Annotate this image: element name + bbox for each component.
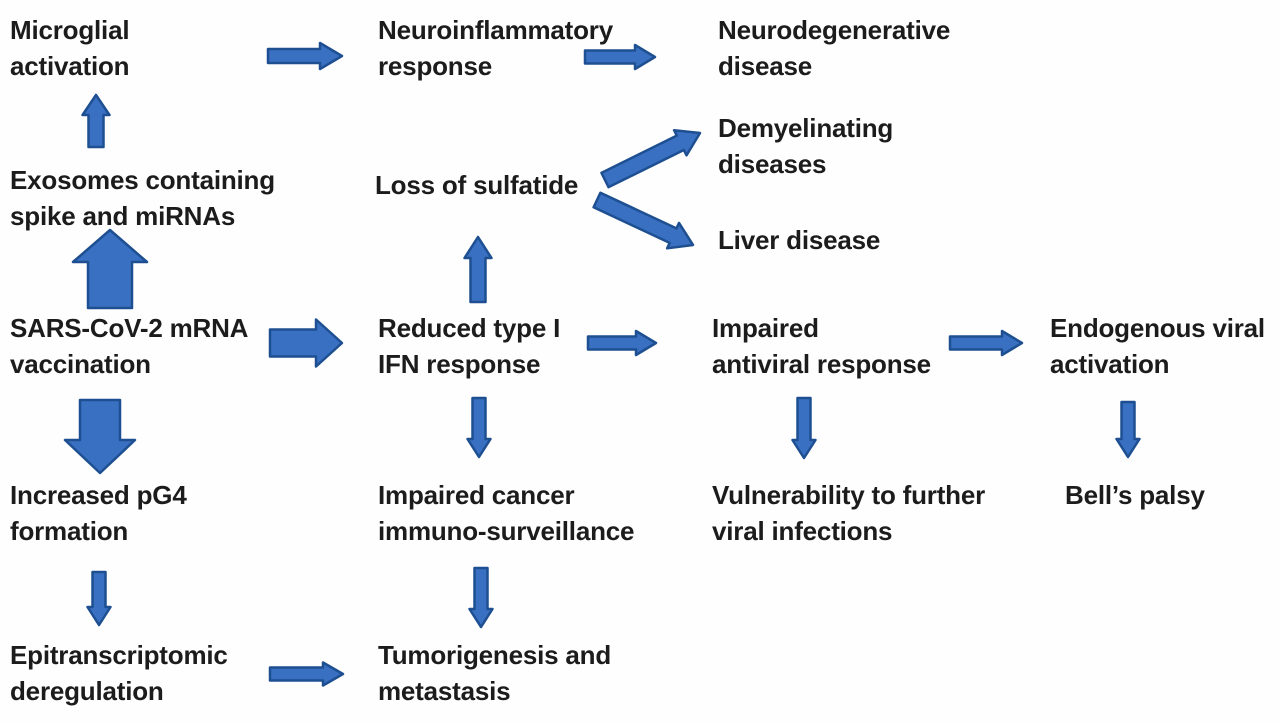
- arrow-sars-to-reduced_ifn: [268, 318, 344, 368]
- node-liver-disease: Liver disease: [718, 225, 881, 255]
- arrow-sars-to-exosomes: [71, 228, 149, 310]
- arrow-impaired_antiviral-to-endogenous: [948, 329, 1024, 357]
- node-microglial-activation: Microglial activation: [10, 15, 130, 81]
- arrow-microglial-to-neuroinflammatory: [266, 41, 344, 71]
- arrow-reduced_ifn-to-impaired_antiviral: [586, 329, 658, 357]
- arrow-exosomes-to-microglial: [81, 93, 111, 149]
- arrow-epitranscriptomic-to-tumorigenesis: [268, 661, 345, 687]
- node-reduced-type-i-ifn-response: Reduced type I IFN response: [378, 313, 561, 379]
- node-increased-pg4-formation: Increased pG4 formation: [10, 480, 187, 546]
- arrow-sars-to-increased_pg4: [63, 398, 137, 475]
- arrow-reduced_ifn-to-loss_sulfatide: [463, 235, 493, 304]
- node-demyelinating-diseases: Demyelinating diseases: [718, 113, 894, 179]
- arrow-impaired_antiviral-to-vulnerability: [791, 396, 817, 460]
- node-impaired-antiviral-response: Impaired antiviral response: [712, 313, 931, 379]
- node-epitranscriptomic-deregulation: Epitranscriptomic deregulation: [10, 640, 228, 706]
- node-neurodegenerative-disease: Neurodegenerative disease: [718, 15, 951, 81]
- node-exosomes-spike-mirnas: Exosomes containing spike and miRNAs: [10, 165, 275, 231]
- arrow-impaired_cancer-to-tumorigenesis: [468, 566, 494, 629]
- arrow-loss_sulfatide-to-demyelinating: [600, 128, 702, 189]
- arrow-endogenous-to-bells: [1115, 400, 1141, 459]
- node-impaired-cancer-immuno-surveillance: Impaired cancer immuno-surveillance: [378, 480, 635, 546]
- node-sars-cov-2-mrna-vaccination: SARS-CoV-2 mRNA vaccination: [10, 313, 249, 379]
- node-bells-palsy: Bell’s palsy: [1065, 480, 1205, 510]
- node-vulnerability-to-viral-infections: Vulnerability to further viral infection…: [712, 480, 986, 546]
- node-loss-of-sulfatide: Loss of sulfatide: [375, 170, 579, 200]
- node-endogenous-viral-activation: Endogenous viral activation: [1050, 313, 1265, 379]
- arrow-loss_sulfatide-to-liver: [592, 191, 695, 250]
- arrow-reduced_ifn-to-impaired_cancer: [466, 396, 492, 459]
- node-tumorigenesis-metastasis: Tumorigenesis and metastasis: [378, 640, 612, 706]
- arrow-neuroinflammatory-to-neurodegenerative: [583, 43, 657, 71]
- node-neuroinflammatory-response: Neuroinflammatory response: [378, 15, 613, 81]
- arrow-increased_pg4-to-epitranscriptomic: [86, 570, 112, 627]
